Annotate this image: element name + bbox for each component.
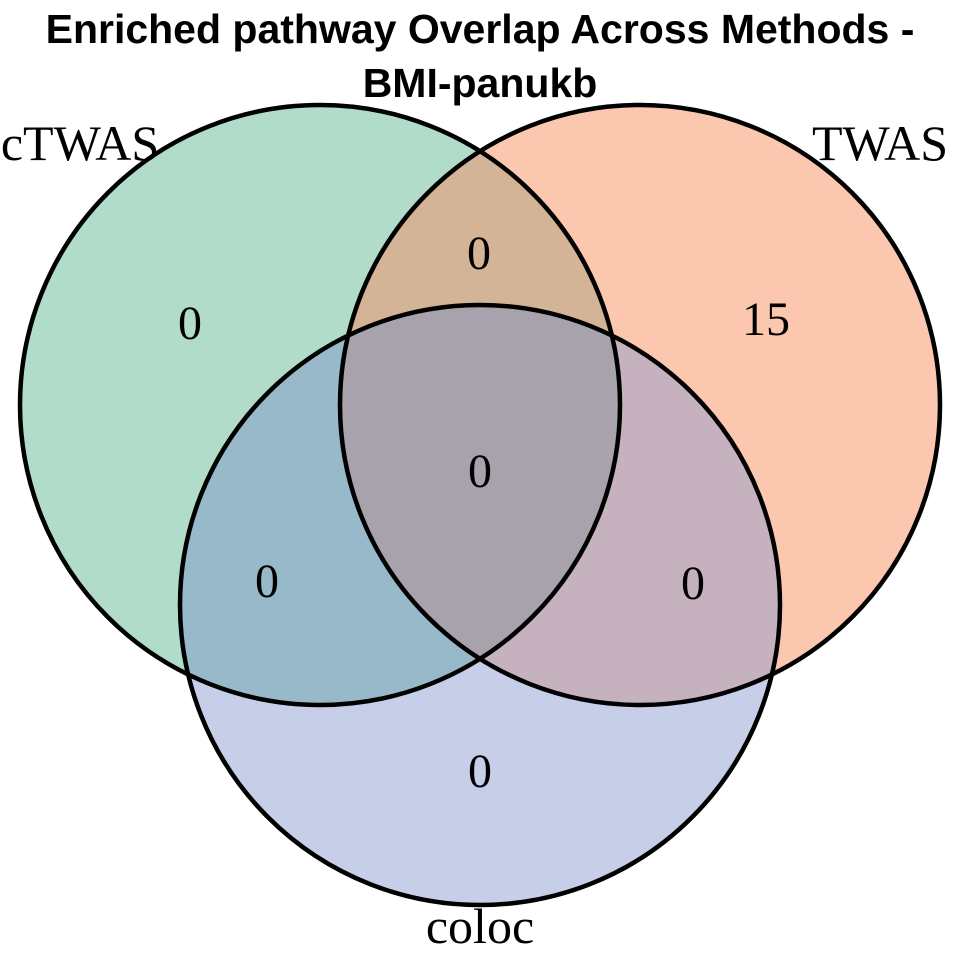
figure-title-line1: Enriched pathway Overlap Across Methods … xyxy=(45,6,915,52)
all-three-overlap xyxy=(340,305,620,705)
set-label-twas: TWAS xyxy=(812,115,948,171)
set-label-coloc: coloc xyxy=(426,898,534,954)
count-ctwas-coloc: 0 xyxy=(255,555,279,608)
figure-title: Enriched pathway Overlap Across Methods … xyxy=(0,0,960,110)
count-ctwas-only: 0 xyxy=(178,297,202,350)
ctwas-circle-outline xyxy=(17,102,623,708)
figure-title-line2: BMI-panukb xyxy=(362,60,598,106)
count-twas-coloc: 0 xyxy=(681,557,705,610)
coloc-circle-outline xyxy=(177,302,783,908)
twas-circle-outline xyxy=(337,102,943,708)
count-coloc-only: 0 xyxy=(468,745,492,798)
set-label-ctwas: cTWAS xyxy=(1,115,159,171)
count-ctwas-twas: 0 xyxy=(467,227,491,280)
count-all-three: 0 xyxy=(468,445,492,498)
count-twas-only: 15 xyxy=(742,293,790,346)
